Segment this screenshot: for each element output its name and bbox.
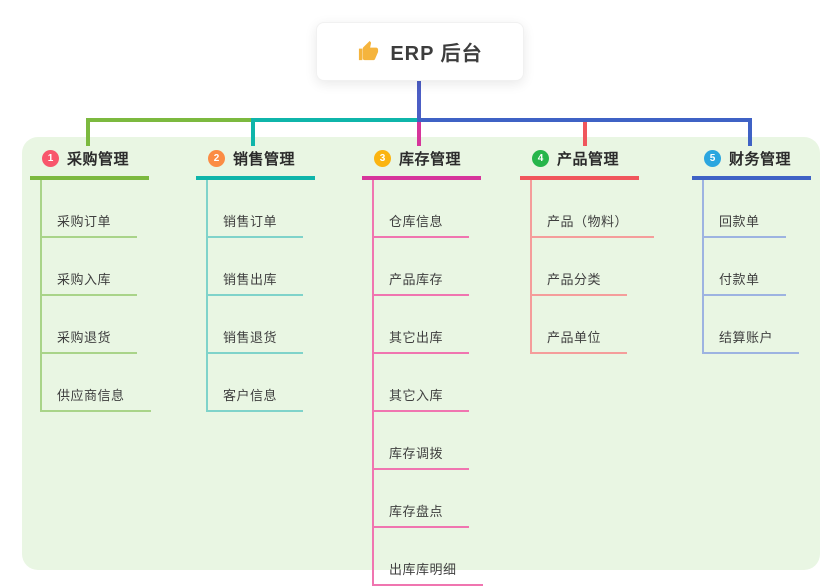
branch-title-3[interactable]: 3 库存管理 [362, 148, 482, 180]
drop-line-branch-1 [86, 118, 90, 146]
branch-label: 库存管理 [399, 151, 462, 168]
child-item[interactable]: 产品库存 [374, 238, 470, 296]
branch-2: 2 销售管理销售订单销售出库销售退货客户信息 [196, 148, 316, 412]
child-item[interactable]: 采购订单 [42, 180, 138, 238]
child-item[interactable]: 供应商信息 [42, 354, 151, 412]
thumbs-up-icon [359, 40, 379, 61]
child-item[interactable]: 销售退货 [208, 296, 304, 354]
branch-title-4[interactable]: 4 产品管理 [520, 148, 640, 180]
branch-label: 采购管理 [67, 151, 130, 168]
root-connector-stem [417, 81, 421, 122]
child-item[interactable]: 客户信息 [208, 354, 304, 412]
branch-title-5[interactable]: 5 财务管理 [692, 148, 812, 180]
child-item[interactable]: 其它出库 [374, 296, 470, 354]
branch-number-badge-4: 4 [532, 150, 549, 167]
bus-segment-branch-2 [251, 118, 421, 122]
drop-line-branch-5 [748, 118, 752, 146]
branch-5: 5 财务管理回款单付款单结算账户 [692, 148, 812, 354]
branch-5-children: 回款单付款单结算账户 [702, 180, 800, 354]
root-title: ERP 后台 [390, 43, 483, 65]
drop-line-branch-4 [583, 122, 587, 146]
branch-label: 财务管理 [729, 151, 792, 168]
child-item[interactable]: 仓库信息 [374, 180, 470, 238]
branch-label: 销售管理 [233, 151, 296, 168]
branch-1: 1 采购管理采购订单采购入库采购退货供应商信息 [30, 148, 151, 412]
child-item[interactable]: 产品（物料） [532, 180, 655, 238]
branch-number-badge-3: 3 [374, 150, 391, 167]
child-item[interactable]: 其它入库 [374, 354, 470, 412]
branch-number-badge-1: 1 [42, 150, 59, 167]
child-item[interactable]: 结算账户 [704, 296, 800, 354]
child-item[interactable]: 产品单位 [532, 296, 628, 354]
branch-title-2[interactable]: 2 销售管理 [196, 148, 316, 180]
child-item[interactable]: 采购入库 [42, 238, 138, 296]
drop-line-branch-3 [417, 122, 421, 146]
child-item[interactable]: 库存盘点 [374, 470, 470, 528]
child-item[interactable]: 付款单 [704, 238, 786, 296]
child-item[interactable]: 产品分类 [532, 238, 628, 296]
branch-3-children: 仓库信息产品库存其它出库其它入库库存调拨库存盘点出库库明细 [372, 180, 483, 586]
child-item[interactable]: 销售出库 [208, 238, 304, 296]
branch-number-badge-5: 5 [704, 150, 721, 167]
root-node[interactable]: ERP 后台 [316, 22, 524, 81]
branch-4: 4 产品管理产品（物料）产品分类产品单位 [520, 148, 655, 354]
branch-2-children: 销售订单销售出库销售退货客户信息 [206, 180, 304, 412]
child-item[interactable]: 库存调拨 [374, 412, 470, 470]
branch-label: 产品管理 [557, 151, 620, 168]
child-item[interactable]: 出库库明细 [374, 528, 483, 586]
branch-number-badge-2: 2 [208, 150, 225, 167]
branch-3: 3 库存管理仓库信息产品库存其它出库其它入库库存调拨库存盘点出库库明细 [362, 148, 483, 586]
child-item[interactable]: 回款单 [704, 180, 786, 238]
branch-title-1[interactable]: 1 采购管理 [30, 148, 150, 180]
bus-segment-branch-5 [417, 118, 752, 122]
child-item[interactable]: 采购退货 [42, 296, 138, 354]
drop-line-branch-2 [251, 118, 255, 146]
branch-4-children: 产品（物料）产品分类产品单位 [530, 180, 655, 354]
child-item[interactable]: 销售订单 [208, 180, 304, 238]
branch-1-children: 采购订单采购入库采购退货供应商信息 [40, 180, 151, 412]
